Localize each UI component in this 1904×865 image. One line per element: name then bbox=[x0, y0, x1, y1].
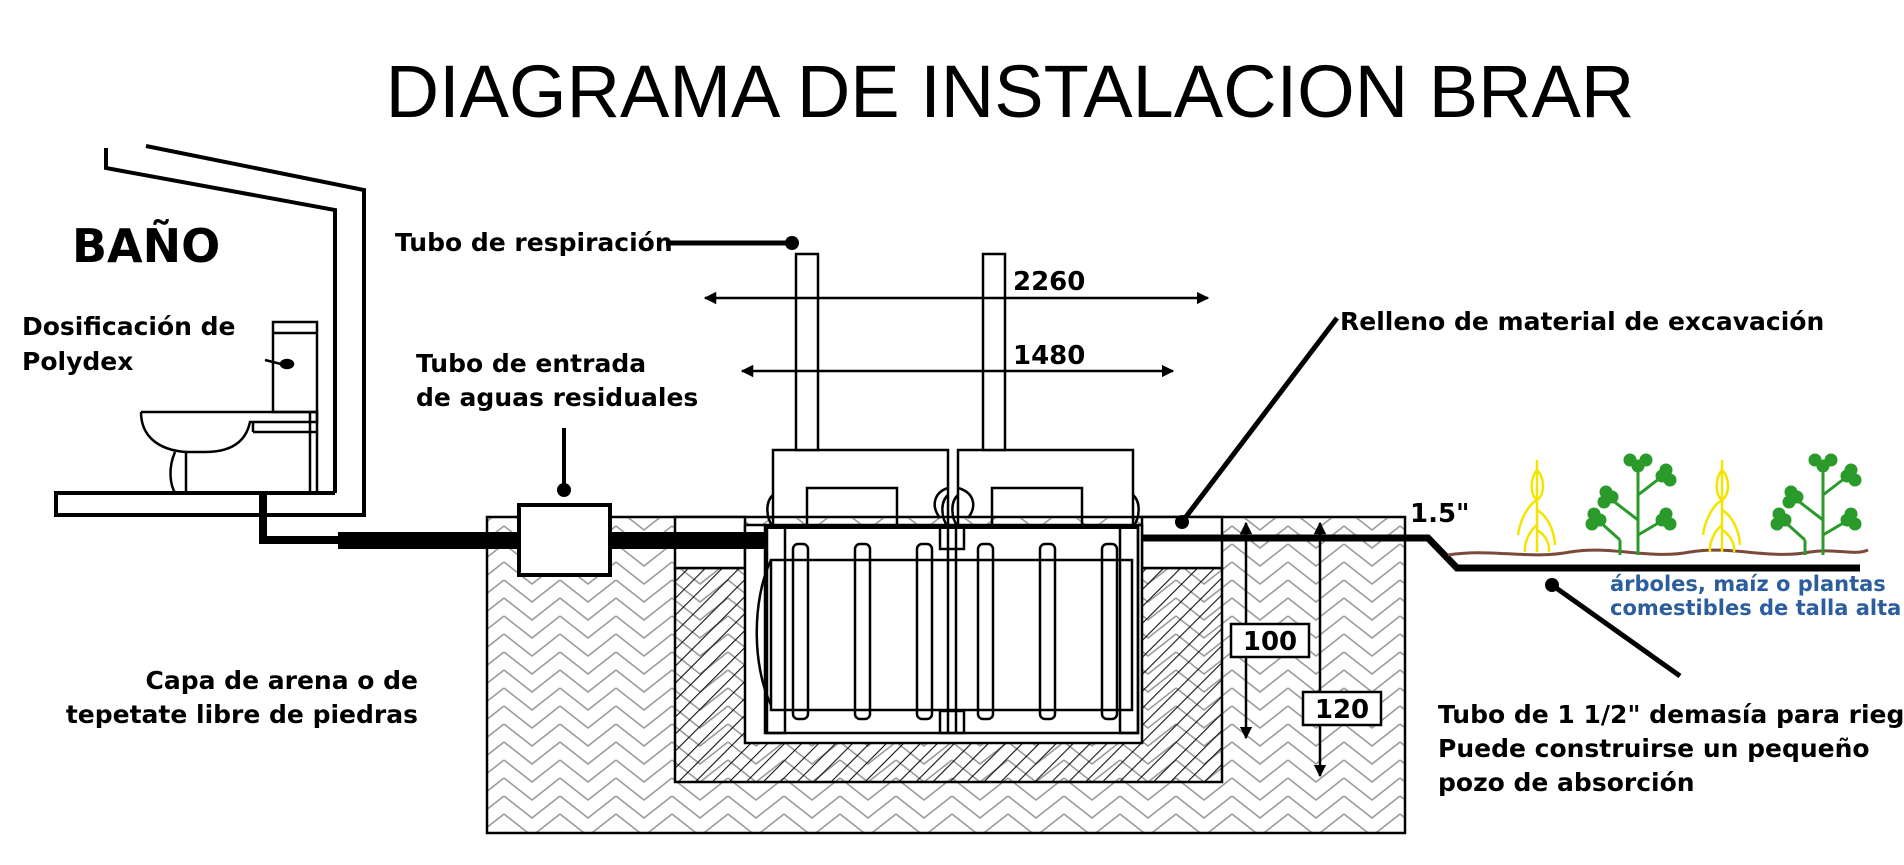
depth-value-120: 120 bbox=[1315, 695, 1369, 725]
diagram-title: DIAGRAMA DE INSTALACION BRAR bbox=[386, 50, 1635, 133]
plants-label-line1: árboles, maíz o plantas bbox=[1610, 572, 1886, 596]
sand-layer-label-line2: tepetate libre de piedras bbox=[66, 700, 418, 729]
depth-box-100 bbox=[1229, 622, 1311, 659]
vent-pipe-label: Tubo de respiración bbox=[395, 228, 673, 257]
irrigation-label-line1: Tubo de 1 1/2" demasía para riego bbox=[1438, 700, 1904, 729]
inlet-pipe-label-line1: Tubo de entrada bbox=[416, 349, 646, 378]
depth-value-100: 100 bbox=[1243, 627, 1297, 657]
inlet-leader-dot bbox=[557, 483, 571, 497]
corn-plant-icon bbox=[1516, 460, 1557, 553]
dosing-label-line1: Dosificación de bbox=[22, 312, 236, 341]
dimension-outer-value: 2260 bbox=[1013, 267, 1085, 297]
irrigation-label-line3: pozo de absorción bbox=[1438, 768, 1695, 797]
irrigation-label-line2: Puede construirse un pequeño bbox=[1438, 734, 1870, 763]
inlet-box bbox=[517, 503, 612, 577]
vent-leader-dot bbox=[785, 236, 799, 250]
excavation-soil bbox=[485, 515, 1407, 835]
leafy-plant-icon bbox=[1770, 453, 1862, 555]
pipe-size-label: 1.5" bbox=[1410, 499, 1470, 529]
leafy-plant-icon bbox=[1585, 453, 1677, 555]
vent-pipes bbox=[794, 252, 1007, 452]
bathroom-building bbox=[54, 144, 366, 517]
irrigation-leader-dot bbox=[1545, 578, 1559, 592]
sand-layer-label-line1: Capa de arena o de bbox=[146, 666, 419, 695]
septic-tank bbox=[755, 448, 1140, 735]
backfill-leader bbox=[1180, 316, 1339, 524]
bathroom-label: BAÑO bbox=[72, 219, 220, 273]
backfill-leader-dot bbox=[1175, 515, 1189, 529]
soil-surface-line bbox=[1447, 548, 1869, 557]
toilet-icon bbox=[139, 320, 319, 494]
irrigation-leader bbox=[1550, 582, 1682, 679]
inlet-pipe-label-line2: de aguas residuales bbox=[416, 383, 698, 412]
backfill-label: Relleno de material de excavación bbox=[1340, 307, 1824, 336]
outlet-pipe bbox=[1142, 534, 1860, 572]
dosing-label-line2: Polydex bbox=[22, 347, 133, 376]
plants-label-line2: comestibles de talla alta bbox=[1610, 596, 1901, 620]
depth-box-120 bbox=[1301, 690, 1383, 727]
dimension-inner-value: 1480 bbox=[1013, 341, 1085, 371]
sewer-pipe bbox=[259, 493, 765, 549]
corn-plant-icon bbox=[1701, 460, 1742, 553]
